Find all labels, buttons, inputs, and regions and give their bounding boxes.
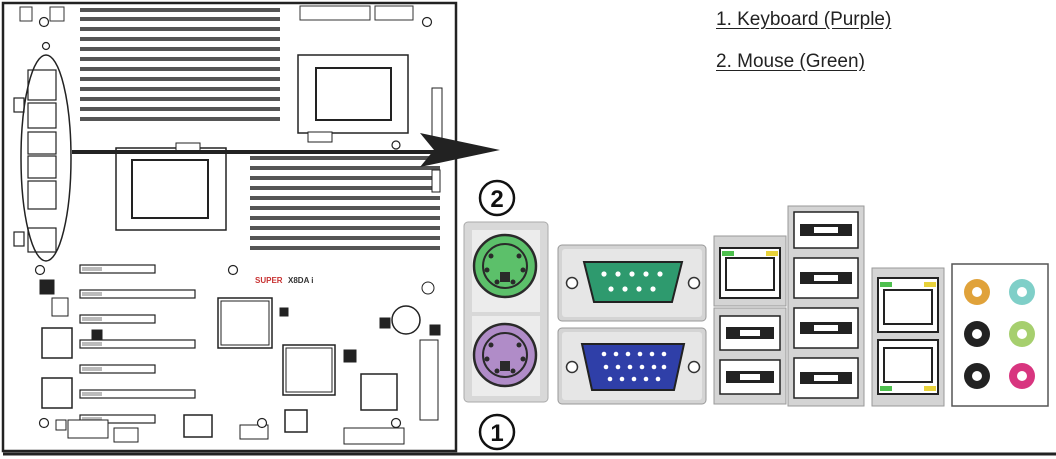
usb-stack-left	[713, 307, 787, 405]
vga-port	[557, 327, 707, 405]
rear-io-connectors	[13, 69, 57, 253]
dimm-slots-lower	[250, 156, 440, 250]
usb-stack-right	[787, 205, 865, 407]
callout-keyboard: 1	[478, 413, 516, 451]
top-headers	[19, 5, 414, 22]
lan-port-1	[713, 235, 787, 307]
expansion-slots	[79, 264, 196, 424]
mounting-holes	[34, 16, 433, 429]
callout-keyboard-number: 1	[490, 420, 503, 447]
callout-mouse-number: 2	[490, 186, 503, 213]
legend-keyboard: 1. Keyboard (Purple)	[716, 9, 892, 30]
lan-port-stack-right	[871, 267, 945, 407]
callout-mouse: 2	[478, 179, 516, 217]
board-brand: SUPER	[255, 276, 283, 285]
cpu-socket-2	[115, 142, 227, 231]
serial-com-port	[557, 244, 707, 322]
board-model: X8DA i	[288, 276, 314, 285]
dimm-slots-upper	[80, 8, 280, 121]
chipsets	[41, 297, 398, 438]
audio-jacks	[951, 263, 1049, 407]
motherboard: SUPER X8DA i	[1, 1, 458, 453]
ps2-mouse-port	[472, 233, 538, 299]
io-back-panel: 2 1	[463, 179, 1049, 451]
cmos-battery	[391, 305, 421, 335]
ps2-keyboard-port	[472, 322, 538, 388]
pointer-arrow	[72, 133, 500, 167]
legend-mouse: 2. Mouse (Green)	[716, 51, 865, 72]
io-highlight-ellipse	[20, 54, 72, 262]
cpu-socket-1	[297, 54, 409, 143]
small-components	[39, 87, 443, 445]
